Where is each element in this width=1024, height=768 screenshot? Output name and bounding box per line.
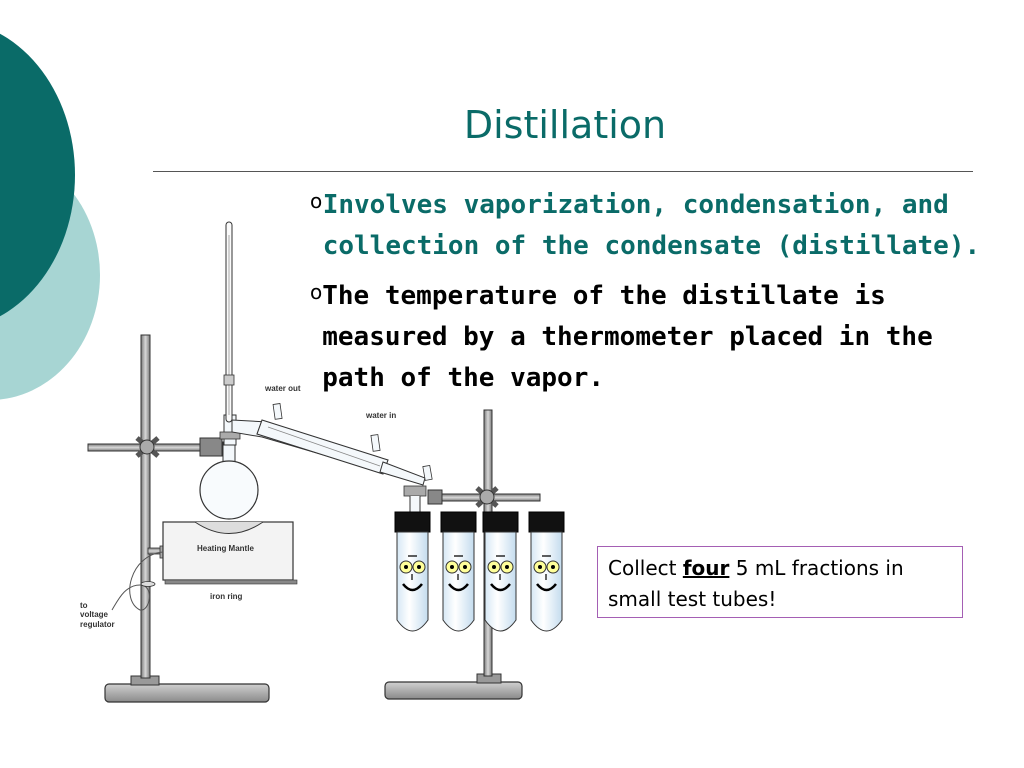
bullet-text: The temperature of the distillate is mea… bbox=[322, 281, 933, 393]
iron-ring-label: iron ring bbox=[210, 592, 243, 601]
test-tube bbox=[482, 511, 519, 632]
ring-stand-left bbox=[87, 334, 270, 703]
callout-prefix: Collect bbox=[608, 556, 683, 580]
voltage-label-line-3: regulator bbox=[80, 620, 115, 629]
water-in-label: water in bbox=[365, 411, 396, 420]
condenser: water out water in bbox=[231, 384, 433, 486]
thermometer bbox=[223, 221, 235, 423]
title-divider bbox=[153, 171, 973, 172]
callout-suffix: 5 mL fractions in small test tubes! bbox=[608, 556, 904, 611]
test-tube bbox=[394, 511, 431, 632]
voltage-label-line-1: to bbox=[80, 601, 88, 610]
clamp-knob bbox=[135, 436, 160, 458]
callout-box: Collect four 5 mL fractions in small tes… bbox=[597, 546, 963, 618]
test-tube bbox=[528, 511, 565, 632]
bullet-marker: o bbox=[310, 189, 323, 213]
power-cord bbox=[111, 551, 164, 611]
round-bottom-flask bbox=[199, 441, 259, 520]
bullet-text: Involves vaporization, condensation, and… bbox=[322, 190, 981, 261]
bullet-marker: o bbox=[310, 280, 323, 304]
bullet-item: o Involves vaporization, condensation, a… bbox=[310, 185, 1010, 267]
slide-title: Distillation bbox=[463, 103, 667, 147]
water-out-label: water out bbox=[264, 384, 301, 393]
heating-mantle: Heating Mantle iron ring bbox=[162, 521, 298, 601]
heating-mantle-label: Heating Mantle bbox=[197, 544, 254, 553]
callout-emphasis: four bbox=[682, 556, 730, 580]
voltage-label-line-2: voltage bbox=[80, 610, 109, 619]
bullet-item: o The temperature of the distillate is m… bbox=[310, 276, 1010, 399]
test-tube bbox=[440, 511, 477, 632]
